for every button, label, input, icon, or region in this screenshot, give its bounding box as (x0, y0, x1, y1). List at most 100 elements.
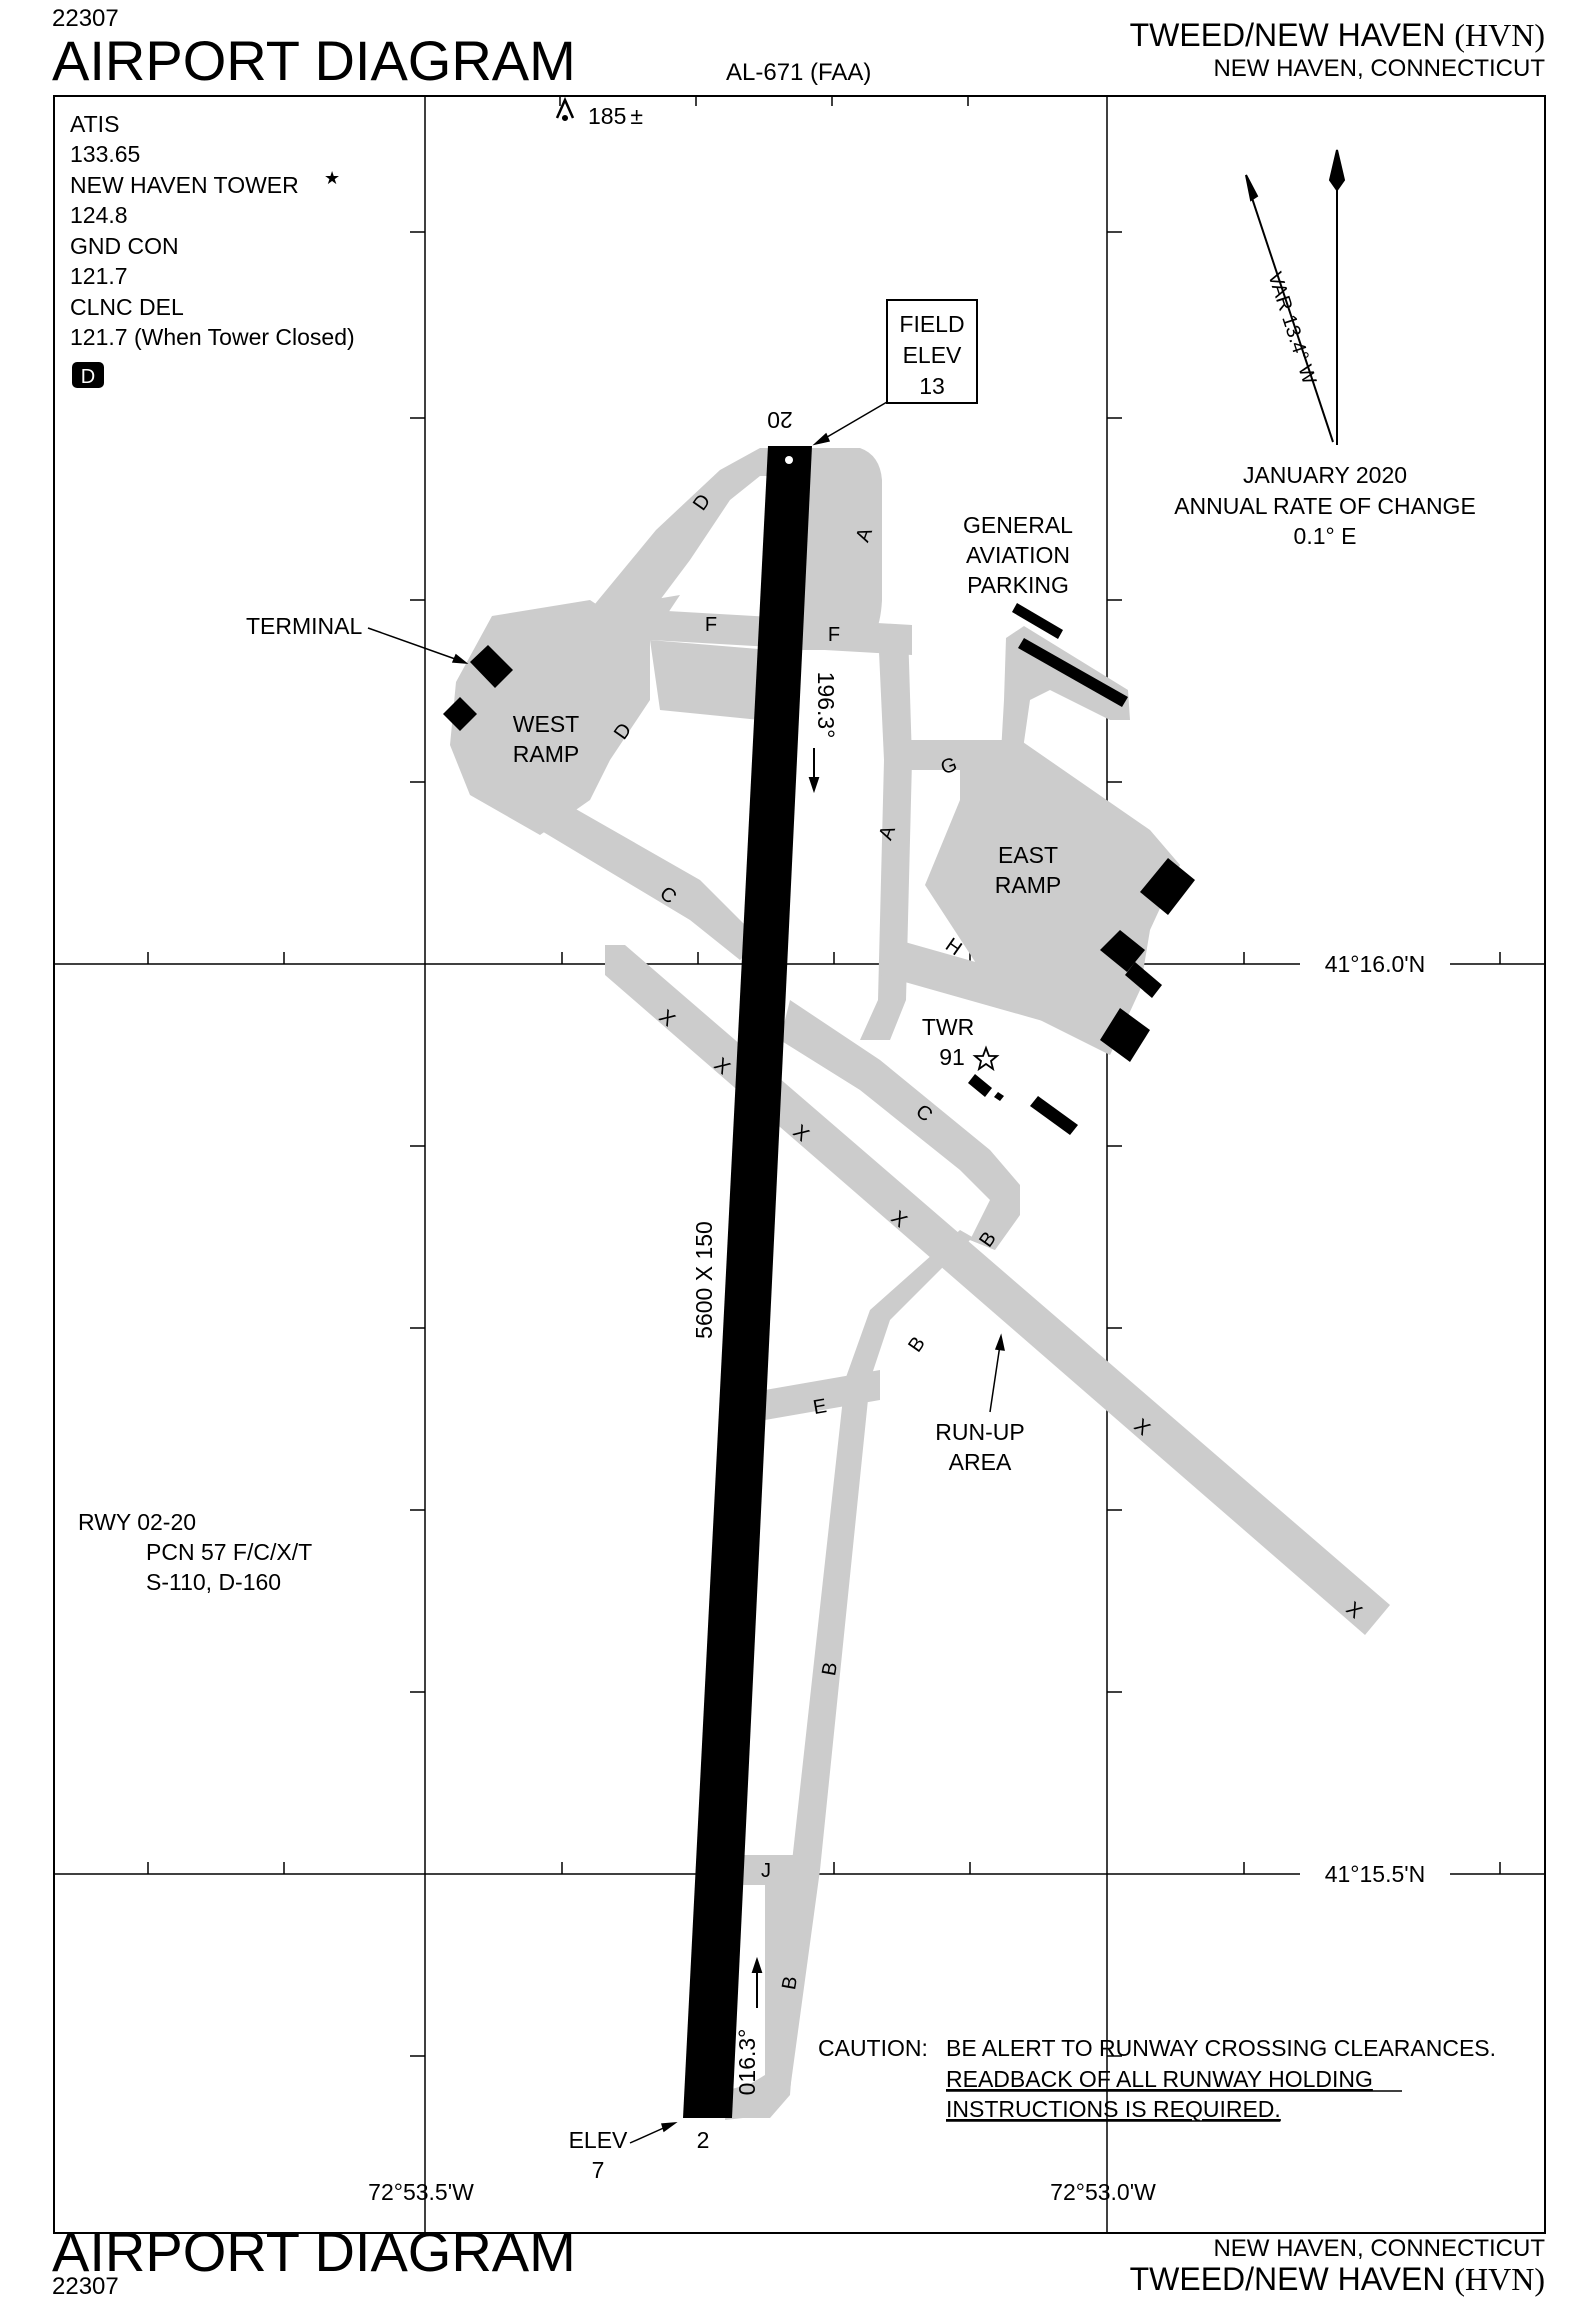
runway-pcn: PCN 57 F/C/X/T (146, 1539, 312, 1565)
airport-name-footer: TWEED/NEW HAVEN (1130, 2261, 1446, 2297)
runway-02-20 (683, 446, 812, 2118)
frequency-panel: ATIS 133.65 NEW HAVEN TOWER ★ 124.8 GND … (70, 111, 355, 388)
runway-heading-north: 016.3° (734, 2029, 760, 2096)
freq-tower-value: 124.8 (70, 202, 128, 228)
airport-name: TWEED/NEW HAVEN (1130, 17, 1446, 53)
taxiway-pavement (450, 448, 1390, 2120)
runway-strength: S-110, D-160 (146, 1569, 281, 1595)
grid-ticks (147, 96, 1501, 2057)
freq-atis-value: 133.65 (70, 141, 140, 167)
location-top: NEW HAVEN, CONNECTICUT (1213, 55, 1545, 82)
east-hangar-4 (1100, 1008, 1150, 1062)
caution-line1: BE ALERT TO RUNWAY CROSSING CLEARANCES. (946, 2035, 1496, 2061)
east-hangar-1 (1140, 858, 1195, 915)
south-elev-leader (629, 2122, 678, 2144)
field-elev-leader (812, 401, 888, 446)
east-hangar-2 (1100, 930, 1145, 972)
taxiway-h (880, 935, 1110, 1040)
taxiway-c-east (780, 1000, 1020, 1250)
south-elev-value: 7 (592, 2157, 605, 2183)
chart-title-bottom: AIRPORT DIAGRAM (52, 2220, 576, 2283)
procedure-id: AL-671 (FAA) (726, 59, 871, 86)
taxiway-e-label: E (811, 1395, 828, 1419)
taxiway-c-west (540, 800, 760, 960)
magnetic-date: JANUARY 2020 (1243, 462, 1407, 488)
east-ramp-label-1: EAST (998, 842, 1058, 868)
taxiway-j-label: J (761, 1860, 771, 1882)
taxiway-b-label-2: B (904, 1333, 930, 1357)
freq-gnd-value: 121.7 (70, 263, 128, 289)
field-elev-line1: FIELD (899, 311, 964, 337)
taxiway-g-label: G (938, 753, 960, 779)
latitude-north: 41°16.0'N (1325, 951, 1426, 977)
ga-hangar-2 (1018, 638, 1128, 707)
magnetic-rate-value: 0.1° E (1294, 523, 1357, 549)
airspace-class-badge (72, 362, 104, 388)
runup-leader (989, 1333, 1005, 1413)
west-ramp-notch (650, 640, 770, 720)
obstacle-height: 185± (588, 103, 643, 129)
tower-building-1 (968, 1074, 992, 1097)
taxiway-b-south (740, 1880, 805, 2118)
heading-arrows (751, 748, 820, 2008)
terminal-label: TERMINAL (246, 613, 363, 639)
taxiway-f-label-1: F (705, 614, 717, 636)
taxiway-b-label-3: B (818, 1660, 842, 1677)
ga-parking-label-1: GENERAL (963, 512, 1073, 538)
obstacle-icon (555, 96, 575, 122)
chart-title-top: AIRPORT DIAGRAM (52, 29, 576, 92)
runway-id: RWY 02-20 (78, 1509, 196, 1535)
west-ramp-label-1: WEST (513, 711, 579, 737)
terminal-apron (520, 448, 800, 720)
runway-dimensions: 5600 X 150 (691, 1221, 717, 1339)
runup-label-2: AREA (949, 1449, 1012, 1475)
east-hangar-3 (1125, 962, 1162, 998)
north-arrow-icon (1245, 149, 1346, 445)
freq-tower-name: NEW HAVEN TOWER (70, 172, 299, 198)
freq-clnc-name: CLNC DEL (70, 294, 184, 320)
chart-number-top: 22307 (52, 5, 119, 32)
airspace-class-letter: D (81, 366, 95, 388)
airport-name-top: TWEED/NEW HAVEN (HVN) (1130, 17, 1545, 53)
west-ramp-building (443, 697, 477, 731)
runway-heading-south: 196.3° (813, 672, 839, 739)
caution-line2: READBACK OF ALL RUNWAY HOLDING (946, 2066, 1373, 2092)
freq-atis-name: ATIS (70, 111, 119, 137)
airport-id-footer: (HVN) (1454, 2261, 1545, 2297)
airport-name-bottom: TWEED/NEW HAVEN (HVN) (1130, 2261, 1545, 2297)
field-elev-value: 13 (919, 373, 945, 399)
latitude-south: 41°15.5'N (1325, 1861, 1426, 1887)
taxiway-g (900, 740, 960, 770)
magnetic-rate-label: ANNUAL RATE OF CHANGE (1174, 493, 1476, 519)
field-elev-box (886, 299, 978, 404)
taxiway-e (765, 1370, 880, 1420)
terminal-building (470, 645, 513, 688)
runway-end-2-label: 2 (697, 2127, 710, 2153)
map-frame (53, 95, 1546, 2234)
tower-star-icon: ★ (324, 168, 340, 188)
field-elev-line2: ELEV (903, 342, 962, 368)
taxiway-x (605, 945, 1390, 1635)
chart-number-bottom: 22307 (52, 2273, 119, 2299)
terminal-leader (367, 627, 469, 664)
tower-icon (972, 1045, 1000, 1072)
taxiway-a-north (800, 448, 882, 650)
south-elev-label: ELEV (569, 2127, 628, 2153)
caution-lead: CAUTION: (818, 2035, 928, 2061)
airport-id: (HVN) (1454, 17, 1545, 53)
tower-building-2 (994, 1092, 1004, 1101)
obstacle-tolerance: ± (630, 103, 643, 129)
taxiway-f-label-2: F (828, 624, 840, 646)
freq-clnc-value: 121.7 (When Tower Closed) (70, 324, 355, 350)
runway-end-20-label: 20 (767, 407, 793, 433)
ga-parking-label-3: PARKING (967, 572, 1069, 598)
ga-hangar-1 (1012, 603, 1063, 639)
obstacle-value: 185 (588, 103, 626, 129)
freq-gnd-name: GND CON (70, 233, 179, 259)
east-ramp-label-2: RAMP (995, 872, 1061, 898)
caution-underlines (946, 2090, 1402, 2122)
tower-building-3 (1030, 1096, 1078, 1135)
magnetic-variation: VAR 13.4° W (1263, 269, 1320, 387)
runup-label-1: RUN-UP (935, 1419, 1024, 1445)
